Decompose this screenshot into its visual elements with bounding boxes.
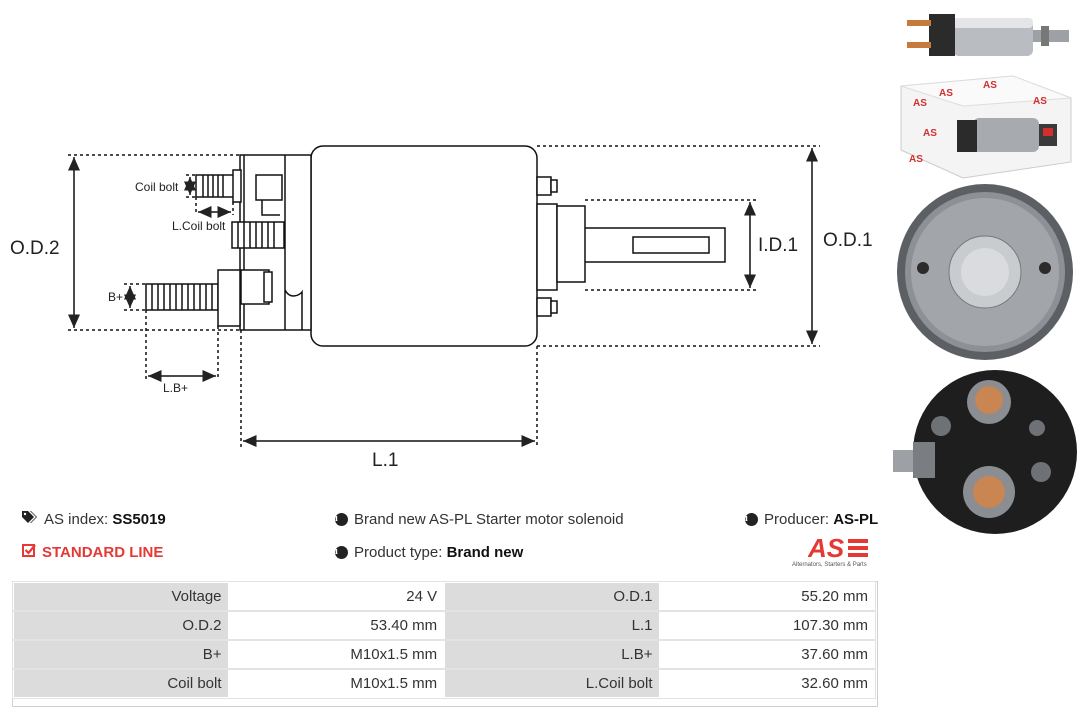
product-type-value: Brand new xyxy=(446,544,524,561)
specs-table: Voltage 24 V O.D.1 55.20 mm O.D.2 53.40 … xyxy=(12,581,876,699)
svg-text:AS: AS xyxy=(983,80,997,91)
table-row: B+ M10x1.5 mm L.B+ 37.60 mm xyxy=(12,639,876,670)
spec-label: L.Coil bolt xyxy=(443,668,661,699)
label-id1: I.D.1 xyxy=(758,235,798,256)
product-type-label: Product type: xyxy=(354,544,443,561)
spec-label: B+ xyxy=(12,639,230,670)
table-row: Voltage 24 V O.D.1 55.20 mm xyxy=(12,581,876,612)
checkbox-checked-icon xyxy=(22,543,36,561)
svg-text:AS: AS xyxy=(1033,96,1047,107)
spec-label: O.D.2 xyxy=(12,610,230,641)
spec-value: 32.60 mm xyxy=(658,668,876,699)
svg-text:AS: AS xyxy=(808,535,845,561)
spec-label: L.B+ xyxy=(443,639,661,670)
spec-value: 24 V xyxy=(227,581,446,612)
as-pl-logo-mark: AS xyxy=(808,535,868,561)
spec-label: Voltage xyxy=(12,581,230,612)
product-type: i Product type: Brand new xyxy=(335,544,523,561)
tags-icon xyxy=(22,511,38,528)
product-line-label: STANDARD LINE xyxy=(42,543,164,561)
spec-value: 53.40 mm xyxy=(227,610,446,641)
label-l-coil-bolt: L.Coil bolt xyxy=(172,219,226,233)
producer-label: Producer: xyxy=(764,511,830,528)
technical-drawing: O.D.2 O.D.1 I.D.1 L.1 Coil bolt L.Coil b… xyxy=(10,145,873,471)
svg-text:AS: AS xyxy=(923,128,937,139)
label-b-plus: B+ xyxy=(108,290,123,304)
product-photo-terminals[interactable] xyxy=(893,368,1077,536)
as-index-value: SS5019 xyxy=(112,511,166,528)
product-photo-front[interactable] xyxy=(893,182,1077,364)
spec-value: M10x1.5 mm xyxy=(227,639,446,670)
producer-value: AS-PL xyxy=(833,511,879,528)
svg-text:AS: AS xyxy=(939,88,953,99)
spec-label: L.1 xyxy=(443,610,661,641)
label-coil-bolt: Coil bolt xyxy=(135,180,179,194)
product-photo-box[interactable]: AS AS AS AS AS AS xyxy=(893,66,1077,182)
producer: i Producer: AS-PL xyxy=(745,511,878,528)
spec-label: Coil bolt xyxy=(12,668,230,699)
brand-logo: AS Alternators, Starters & Parts xyxy=(790,535,878,571)
spec-value: 37.60 mm xyxy=(658,639,876,670)
table-row: Coil bolt M10x1.5 mm L.Coil bolt 32.60 m… xyxy=(12,668,876,699)
spec-label: O.D.1 xyxy=(443,581,661,612)
svg-text:AS: AS xyxy=(913,98,927,109)
brand-tagline: Alternators, Starters & Parts xyxy=(792,562,867,568)
as-index: AS index: SS5019 xyxy=(22,511,166,528)
as-index-label: AS index: xyxy=(44,511,109,528)
table-row: O.D.2 53.40 mm L.1 107.30 mm xyxy=(12,610,876,641)
description-text: Brand new AS-PL Starter motor solenoid xyxy=(354,511,624,528)
info-icon: i xyxy=(745,513,758,526)
info-icon: i xyxy=(335,546,348,559)
spec-value: 107.30 mm xyxy=(658,610,876,641)
label-od1: O.D.1 xyxy=(823,230,873,251)
spec-value: 55.20 mm xyxy=(658,581,876,612)
label-l-b-plus: L.B+ xyxy=(163,381,188,395)
label-od2: O.D.2 xyxy=(10,238,60,259)
info-icon: i xyxy=(335,513,348,526)
product-photo-side[interactable] xyxy=(893,4,1077,64)
spec-value: M10x1.5 mm xyxy=(227,668,446,699)
svg-text:AS: AS xyxy=(909,154,923,165)
label-l1: L.1 xyxy=(372,450,398,471)
product-line: STANDARD LINE xyxy=(22,543,163,561)
product-description: i Brand new AS-PL Starter motor solenoid xyxy=(335,511,624,528)
